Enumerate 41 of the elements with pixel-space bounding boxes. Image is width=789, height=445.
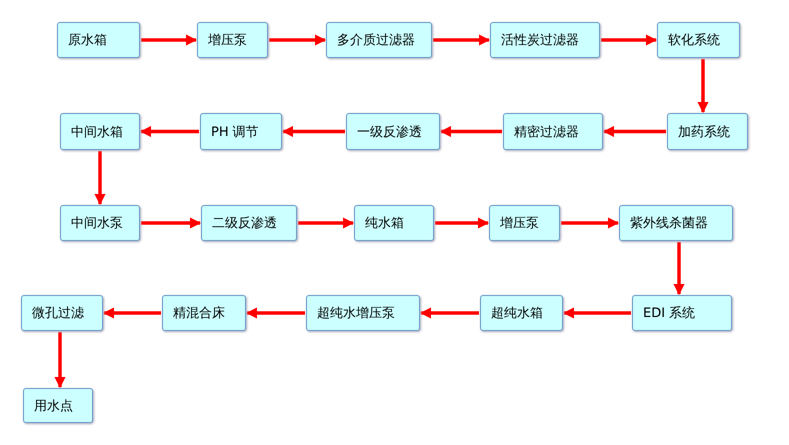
process-box: 超纯水增压泵: [306, 295, 420, 331]
arrow: [673, 242, 685, 296]
arrow: [602, 126, 666, 138]
arrow: [246, 307, 305, 319]
arrow: [140, 126, 199, 138]
arrow: [420, 307, 479, 319]
process-box: 活性炭过滤器: [490, 22, 600, 58]
arrow: [298, 217, 354, 229]
arrow: [54, 332, 66, 388]
process-box: 微孔过滤: [21, 295, 103, 331]
process-box: 增压泵: [197, 22, 268, 58]
process-box: 原水箱: [57, 22, 140, 58]
process-box: 增压泵: [489, 205, 560, 241]
process-box: 二级反渗透: [201, 205, 297, 241]
process-box: EDI 系统: [632, 295, 732, 331]
process-box: 精密过滤器: [503, 113, 603, 150]
process-box: 中间水箱: [60, 113, 140, 150]
arrow: [282, 126, 345, 138]
process-box: PH 调节: [200, 113, 282, 150]
arrow: [102, 307, 161, 319]
arrow: [141, 34, 198, 46]
arrow: [697, 59, 709, 114]
arrow: [433, 34, 490, 46]
process-box: 超纯水箱: [480, 295, 563, 331]
arrow: [440, 126, 502, 138]
arrow: [141, 217, 202, 229]
process-box: 纯水箱: [354, 205, 434, 241]
process-box: 加药系统: [667, 113, 748, 150]
arrow: [561, 217, 620, 229]
arrow: [94, 151, 106, 206]
process-box: 精混合床: [162, 295, 246, 331]
arrow: [562, 307, 631, 319]
arrow: [269, 34, 326, 46]
process-box: 软化系统: [657, 22, 740, 58]
process-box: 多介质过滤器: [326, 22, 432, 58]
process-box: 中间水泵: [60, 205, 140, 241]
process-box: 用水点: [23, 388, 93, 423]
arrow: [601, 34, 658, 46]
process-box: 一级反渗透: [346, 113, 440, 150]
arrow: [435, 217, 490, 229]
process-box: 紫外线杀菌器: [619, 205, 733, 241]
